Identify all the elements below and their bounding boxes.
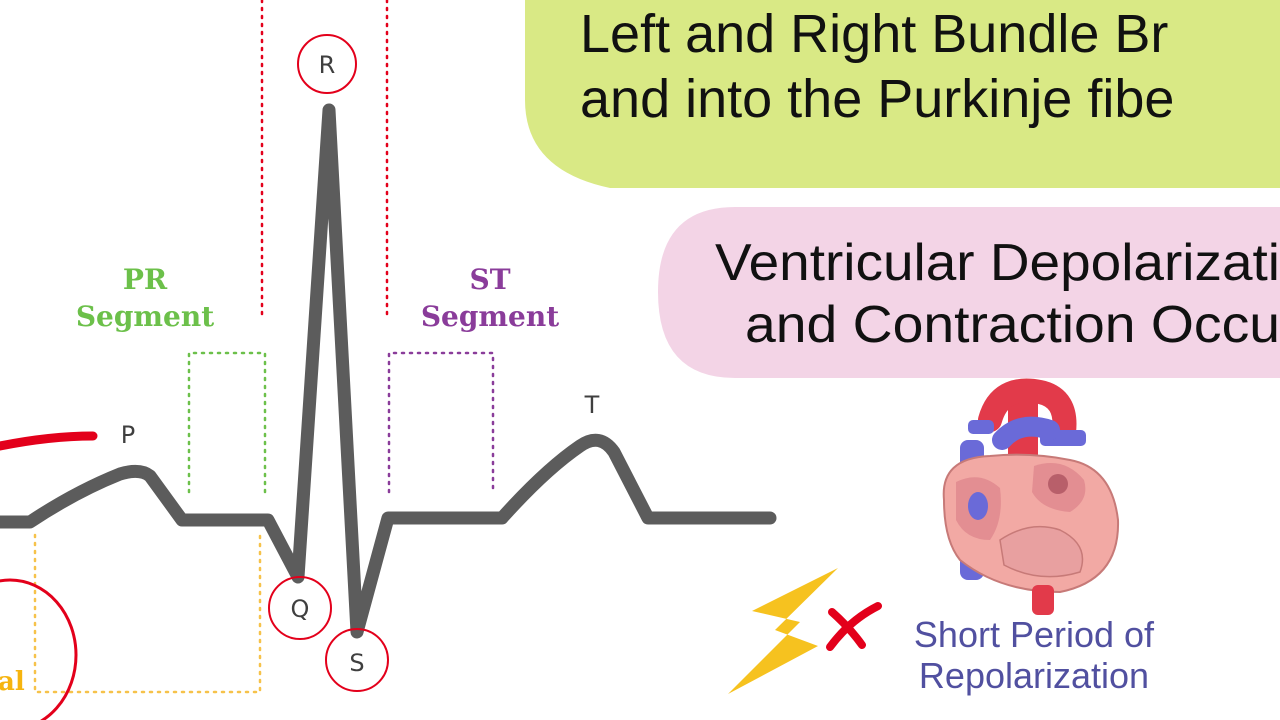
pr-segment-label-line1: PR	[123, 263, 168, 296]
pr-segment-box	[187, 351, 267, 494]
r-wave-circle	[297, 34, 357, 94]
lightning-bolt-icon	[728, 568, 838, 694]
repolarization-note-line1: Short Period of	[914, 614, 1155, 655]
repolarization-note-line2: Repolarization	[919, 655, 1149, 696]
ventricular-line1: Ventricular Depolarizati	[715, 234, 1280, 292]
cut-off-interval-label: al	[0, 667, 25, 697]
q-wave-circle	[268, 576, 332, 640]
s-wave-circle	[325, 628, 389, 692]
red-highlight-circle	[0, 578, 78, 720]
bundle-branches-callout: Left and Right Bundle Br and into the Pu…	[525, 0, 1280, 188]
pr-interval-bracket	[33, 533, 262, 694]
ecg-trace	[0, 103, 777, 639]
ventricular-depolarization-callout: Ventricular Depolarizati and Contraction…	[658, 207, 1280, 378]
r-wave-label: R	[319, 51, 336, 79]
st-segment-label-line1: ST	[469, 263, 510, 296]
red-x-icon	[826, 602, 882, 651]
p-wave-label: P	[121, 421, 135, 449]
ventricular-line2: and Contraction Occu	[745, 296, 1280, 354]
bundle-branches-line2: and into the Purkinje fibe	[580, 69, 1174, 129]
red-pointer-stroke	[0, 431, 98, 451]
st-segment: ST Segment	[387, 263, 559, 494]
pr-segment-label-line2: Segment	[76, 300, 214, 333]
q-wave-label: Q	[291, 595, 310, 623]
s-wave-label: S	[349, 649, 364, 677]
bundle-branches-line1: Left and Right Bundle Br	[580, 4, 1168, 64]
st-segment-label-line2: Segment	[421, 300, 559, 333]
st-segment-box	[387, 351, 495, 494]
heart-anatomy-icon	[942, 378, 1120, 615]
t-wave-label: T	[584, 391, 600, 419]
pr-segment: PR Segment	[76, 263, 267, 494]
